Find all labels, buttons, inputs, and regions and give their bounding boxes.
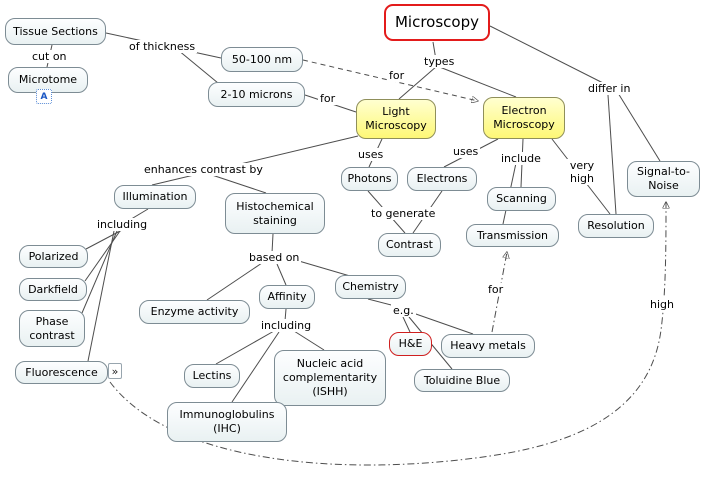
link-label-to-generate[interactable]: to generate	[369, 207, 438, 221]
node-microscopy[interactable]: Microscopy	[384, 4, 490, 41]
node-enzyme-activity[interactable]: Enzyme activity	[139, 300, 250, 324]
connector-line	[206, 262, 263, 301]
link-label-uses-light[interactable]: uses	[356, 148, 386, 162]
node-h-and-e[interactable]: H&E	[389, 332, 432, 356]
node-photons[interactable]: Photons	[341, 167, 398, 191]
node-toluidine-blue[interactable]: Toluidine Blue	[414, 369, 510, 392]
node-contrast[interactable]: Contrast	[378, 233, 441, 257]
node-50-100-nm[interactable]: 50-100 nm	[221, 47, 303, 72]
node-2-10-microns[interactable]: 2-10 microns	[208, 82, 305, 107]
node-immunoglobulins-ihc[interactable]: Immunoglobulins (IHC)	[167, 402, 287, 442]
node-electron-microscopy[interactable]: Electron Microscopy	[483, 97, 565, 139]
node-light-microscopy[interactable]: Light Microscopy	[356, 99, 436, 139]
connector-line	[291, 258, 351, 277]
node-lectins[interactable]: Lectins	[184, 364, 240, 388]
link-label-cut-on[interactable]: cut on	[30, 50, 69, 64]
link-label-including-illumination[interactable]: including	[95, 218, 150, 232]
connector-line	[489, 25, 606, 85]
link-label-for-transmission[interactable]: for	[486, 283, 506, 297]
link-label-including-affinity[interactable]: including	[259, 319, 314, 333]
connector-line	[151, 135, 359, 186]
node-scanning[interactable]: Scanning	[487, 187, 556, 211]
node-fluorescence[interactable]: Fluorescence	[15, 361, 108, 384]
connector-line	[436, 65, 517, 98]
connector-line	[398, 65, 438, 100]
connector-line	[293, 330, 325, 351]
link-label-of-thickness[interactable]: of thickness	[127, 40, 198, 54]
link-label-types[interactable]: types	[422, 55, 457, 69]
connector-line	[607, 94, 617, 215]
fluorescence-expand-icon[interactable]: »	[108, 363, 122, 379]
node-histochemical-staining[interactable]: Histochemical staining	[225, 193, 325, 234]
connector-line-dashed	[302, 59, 478, 101]
link-label-eg[interactable]: e.g.	[391, 304, 416, 318]
connector-line	[84, 230, 121, 282]
link-label-for-electron[interactable]: for	[387, 69, 407, 83]
link-label-very-high[interactable]: very high	[565, 159, 599, 186]
node-chemistry[interactable]: Chemistry	[335, 275, 406, 299]
node-heavy-metals[interactable]: Heavy metals	[441, 334, 535, 358]
link-label-enhances-contrast-by[interactable]: enhances contrast by	[142, 163, 265, 177]
connector-line	[617, 92, 661, 162]
connector-line	[87, 230, 115, 362]
link-label-high[interactable]: high	[648, 298, 676, 312]
link-label-uses-electron[interactable]: uses	[451, 145, 481, 159]
node-electrons[interactable]: Electrons	[407, 167, 477, 191]
connector-line	[177, 49, 219, 84]
node-signal-to-noise[interactable]: Signal-to-Noise	[627, 161, 700, 197]
connector-line	[276, 263, 287, 286]
node-illumination[interactable]: Illumination	[114, 185, 196, 209]
connector-line	[215, 330, 275, 365]
node-tissue-sections[interactable]: Tissue Sections	[5, 18, 106, 45]
node-resolution[interactable]: Resolution	[578, 214, 654, 238]
node-affinity[interactable]: Affinity	[259, 285, 315, 309]
link-label-for-light[interactable]: for	[318, 92, 338, 106]
connector-line	[402, 316, 411, 333]
link-label-based-on[interactable]: based on	[247, 251, 302, 265]
link-label-differ-in[interactable]: differ in	[586, 82, 633, 96]
node-transmission[interactable]: Transmission	[466, 224, 559, 247]
microtome-attachment-icon[interactable]: A	[36, 89, 52, 104]
node-nucleic-acid-ishh[interactable]: Nucleic acid complementarity (ISHH)	[274, 350, 386, 406]
node-phase-contrast[interactable]: Phase contrast	[19, 310, 85, 347]
node-polarized[interactable]: Polarized	[19, 245, 88, 268]
connector-line	[412, 312, 474, 335]
node-darkfield[interactable]: Darkfield	[19, 278, 87, 301]
connector-line-dashdot	[109, 202, 666, 466]
link-label-include[interactable]: include	[499, 152, 543, 166]
connector-line	[271, 233, 274, 254]
connector-line	[231, 331, 280, 403]
